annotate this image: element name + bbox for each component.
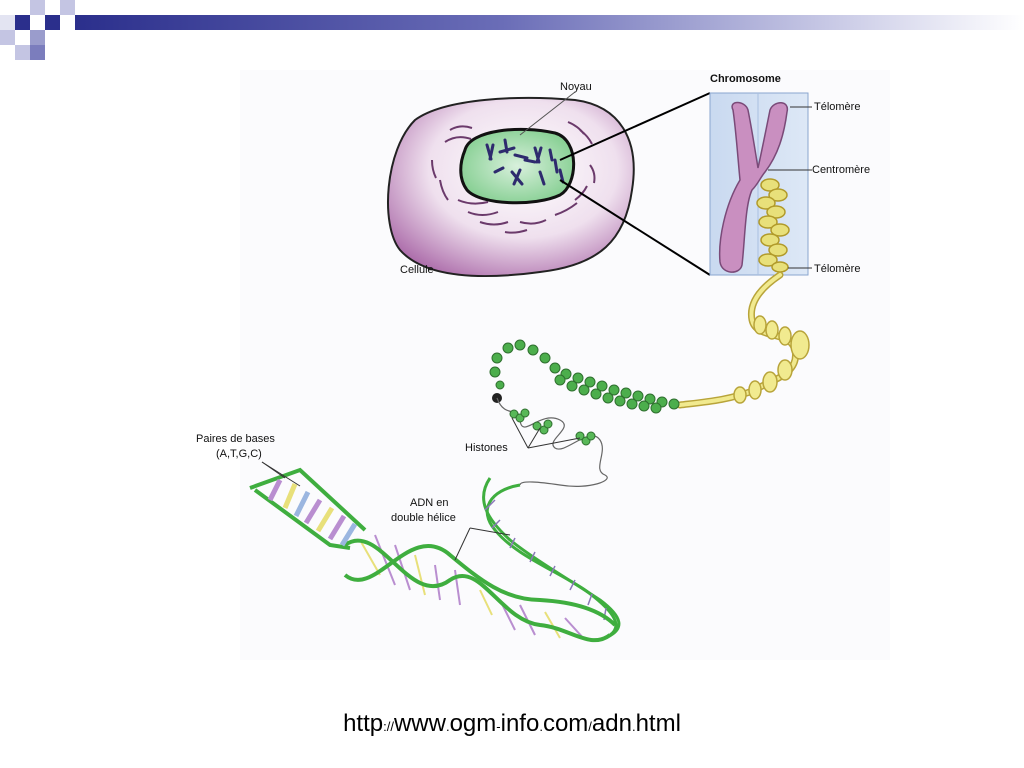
deco-square (15, 15, 30, 30)
label-histones: Histones (465, 442, 508, 454)
cell: Noyau Cellule (387, 81, 635, 278)
source-url: http://www.ogm-info.com/adn.html (0, 710, 1024, 738)
url-part: html (635, 710, 681, 737)
deco-square (15, 45, 30, 60)
url-part: http (343, 710, 384, 737)
chromosome-panel: Chromosome Télomère Centromère Télomère (709, 73, 870, 276)
label-noyau: Noyau (560, 81, 592, 93)
label-telomere-top: Télomère (814, 101, 860, 113)
label-cellule: Cellule (400, 264, 434, 276)
url-part: com (542, 710, 589, 737)
nucleus-chromosomes (485, 138, 565, 186)
url-part: adn (591, 710, 632, 737)
zoom-line-bottom (559, 179, 711, 276)
deco-square (30, 0, 45, 15)
label-adn-line2: double hélice (391, 512, 456, 524)
chromatin-coil (756, 178, 790, 273)
solenoid (489, 339, 680, 414)
deco-square (0, 30, 15, 45)
label-centromere: Centromère (812, 164, 870, 176)
histone-thread (496, 397, 608, 487)
deco-square (30, 45, 45, 60)
url-part: . (539, 719, 543, 734)
url-part: - (496, 719, 501, 734)
title-decoration (0, 0, 1024, 62)
url-part: info (500, 710, 540, 737)
label-telomere-bottom: Télomère (814, 263, 860, 275)
url-part: www (393, 710, 446, 737)
url-part: :// (383, 719, 394, 734)
noyau-leader (519, 91, 576, 136)
label-adn-line1: ADN en (410, 497, 449, 509)
ladder-strand-top (249, 467, 367, 532)
deco-square (45, 15, 60, 30)
ladder-strand-bottom (253, 488, 351, 550)
deco-square (30, 30, 45, 45)
label-chromosome: Chromosome (710, 73, 781, 85)
url-part: / (588, 719, 592, 734)
deco-square (60, 0, 75, 15)
label-paires-line2: (A,T,G,C) (216, 448, 262, 460)
url-part: . (631, 719, 636, 734)
url-part: ogm (449, 710, 497, 737)
helix-strands (343, 538, 617, 643)
url-part: . (445, 719, 450, 734)
chromatin-fiber (676, 271, 810, 409)
deco-square (0, 15, 15, 30)
histone-beads (509, 408, 596, 446)
cell-organelles (431, 121, 596, 234)
base-pair-ladder: Paires de bases (A,T,G,C) (196, 433, 367, 550)
dna-loop-rungs (484, 499, 607, 621)
helix-rungs (359, 534, 586, 641)
title-bar (75, 15, 1024, 30)
label-paires-line1: Paires de bases (196, 433, 275, 445)
double-helix (343, 534, 617, 643)
chromosome-body (718, 101, 789, 273)
zoom-line-top (559, 92, 711, 161)
